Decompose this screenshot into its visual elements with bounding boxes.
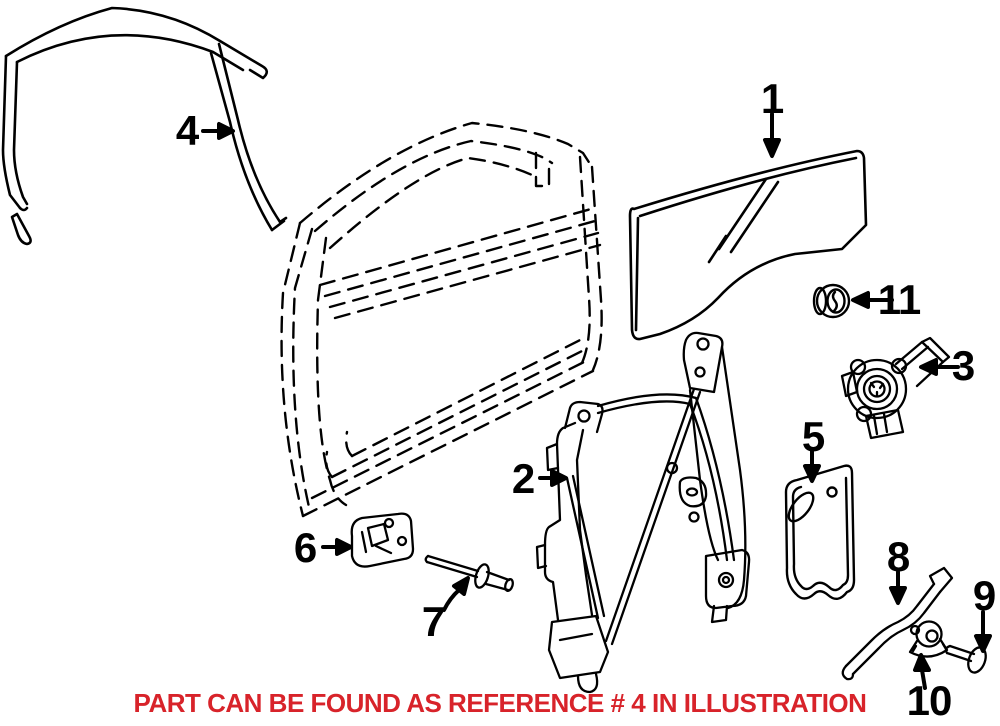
window-glass-drawing [628,149,868,341]
callout-6: 6 [293,524,317,571]
callout-10: 10 [906,677,953,724]
window-regulator-drawing [535,331,751,694]
callout-1: 1 [760,75,784,122]
rivet-bolt-drawing [424,554,514,592]
arrow-7 [442,576,470,612]
callout-8: 8 [886,533,910,580]
reference-note: PART CAN BE FOUND AS REFERENCE # 4 IN IL… [133,688,867,718]
callout-5: 5 [801,413,825,460]
callout-2: 2 [511,455,535,502]
arrow-4 [201,122,235,140]
guide-bracket-drawing [350,512,415,568]
arrow-5 [803,448,821,483]
seal-plate-drawing [784,464,856,600]
window-motor-drawing [840,336,951,440]
arrow-6 [321,538,353,556]
arrow-1 [763,112,781,158]
callout-7: 7 [421,598,445,645]
callout-arrows [201,112,992,690]
arrow-10 [913,653,931,690]
arrow-2 [538,469,568,487]
callout-9: 9 [972,572,996,619]
callout-4: 4 [175,107,199,154]
arrow-3 [919,358,960,376]
callout-3: 3 [951,342,975,389]
support-rod-drawing [841,566,954,681]
arrow-9 [974,610,992,653]
grommet-drawing [812,283,851,319]
arrow-8 [889,570,907,605]
window-run-channel-drawing [1,6,288,246]
door-outline-drawing [280,121,603,518]
arrow-11 [851,291,894,309]
callout-11: 11 [877,276,921,323]
clip-nut-drawing [908,620,949,658]
